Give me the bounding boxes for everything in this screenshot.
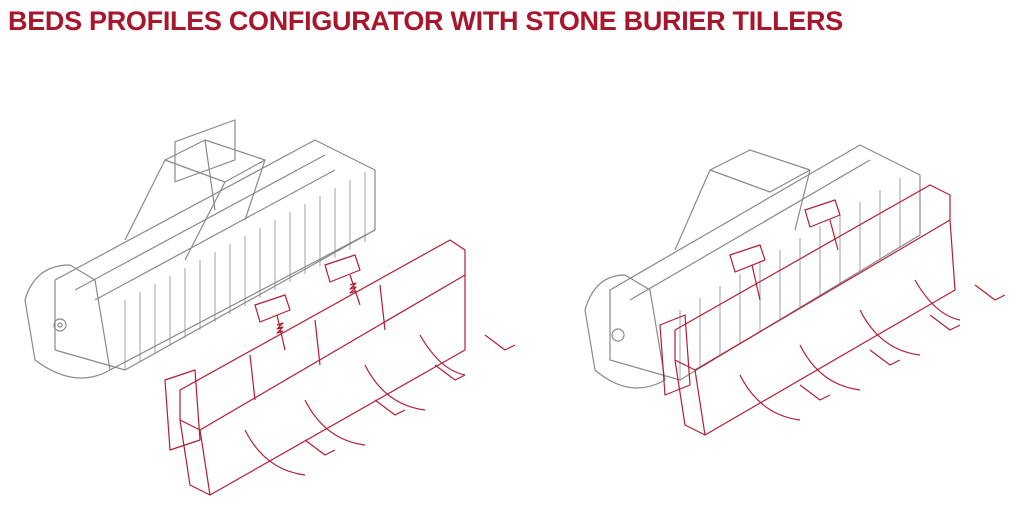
bed-profile-1 <box>739 374 801 421</box>
bed-profile-2 <box>799 344 861 391</box>
bed-profile-4 <box>914 279 961 321</box>
page-title: BEDS PROFILES CONFIGURATOR WITH STONE BU… <box>8 6 843 36</box>
hitch-tower <box>709 149 811 193</box>
bed-profile-1 <box>244 429 306 476</box>
assembled-view-illustration <box>580 100 1020 508</box>
rotor-tines <box>124 172 366 370</box>
assembled-view-svg <box>584 144 1006 436</box>
side-plate <box>659 314 691 396</box>
exploded-view-svg <box>24 119 516 496</box>
attachment-frame <box>179 239 466 431</box>
spring-bracket-right <box>324 254 361 306</box>
scraper-blades <box>304 334 516 456</box>
side-cover <box>584 274 666 389</box>
bed-profile-2 <box>304 399 366 446</box>
tiller-hood <box>609 144 921 381</box>
spring-bracket-right <box>804 199 841 251</box>
scraper-blades <box>799 284 1006 401</box>
spring-bracket-left <box>729 244 766 301</box>
side-plate <box>164 369 201 451</box>
stone-burier-tiller-drawing <box>24 119 376 379</box>
bed-profile-3 <box>364 364 426 411</box>
gearbox <box>174 119 236 183</box>
side-cover <box>24 264 111 379</box>
attachment-frame <box>674 184 951 371</box>
spring-bracket-left <box>254 294 291 351</box>
stone-burier-tiller-drawing <box>584 144 921 389</box>
bed-former-attachment-drawing <box>164 239 516 496</box>
bed-profile-3 <box>859 309 921 356</box>
bed-former-attachment-drawing <box>659 184 1006 436</box>
rotor-tines <box>679 178 901 380</box>
bed-profile-4 <box>419 334 466 376</box>
hitch-tower <box>164 139 266 183</box>
exploded-view-illustration <box>15 100 540 508</box>
